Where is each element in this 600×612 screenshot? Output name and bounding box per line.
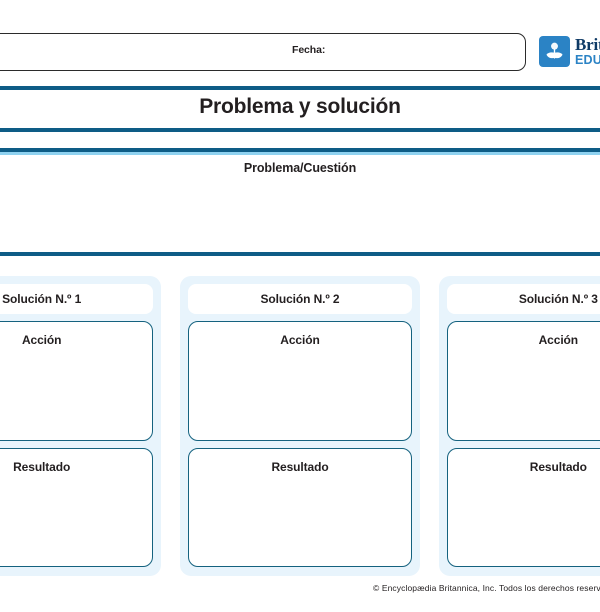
title-bottom-rule <box>0 128 600 132</box>
logo-brand-subname: EDUCATION <box>575 52 600 67</box>
solution-3-title: Solución N.º 3 <box>518 292 598 306</box>
britannica-thistle-icon <box>539 35 570 67</box>
problem-top-rule <box>0 148 600 152</box>
problem-accent-rule <box>0 152 600 155</box>
solution-2-result-label: Resultado <box>271 459 329 474</box>
solution-2-title: Solución N.º 2 <box>260 292 340 306</box>
page-title: Problema y solución <box>199 95 401 118</box>
solution-column-1: Solución N.º 1 Acción Resultado <box>0 276 162 576</box>
solution-1-result-box[interactable]: Resultado <box>0 447 154 567</box>
problem-section-heading: Problema/Cuestión <box>243 161 357 175</box>
logo-wordmark: Britannica EDUCATION <box>575 36 600 67</box>
logo-brand-name: Britannica <box>575 34 600 54</box>
name-date-field[interactable] <box>0 33 526 71</box>
problem-bottom-rule <box>0 252 600 256</box>
date-label: Fecha: <box>292 44 326 56</box>
solution-1-header: Solución N.º 1 <box>0 284 154 314</box>
solution-column-3: Solución N.º 3 Acción Resultado <box>438 276 600 576</box>
problem-response-area[interactable] <box>0 182 600 250</box>
solution-2-action-box[interactable]: Acción <box>188 321 412 441</box>
solution-1-result-label: Resultado <box>13 459 71 474</box>
solution-3-header: Solución N.º 3 <box>446 284 600 314</box>
solution-1-action-label: Acción <box>21 333 62 347</box>
solution-3-result-label: Resultado <box>529 459 587 474</box>
solution-3-action-label: Acción <box>538 333 579 347</box>
solution-2-result-box[interactable]: Resultado <box>188 447 412 567</box>
identity-row: Nombre: Fecha: <box>0 33 526 71</box>
solution-2-header: Solución N.º 2 <box>188 284 412 314</box>
title-top-rule <box>0 86 600 90</box>
solution-column-2: Solución N.º 2 Acción Resultado <box>180 276 420 576</box>
solution-1-action-box[interactable]: Acción <box>0 321 154 441</box>
solutions-row: Solución N.º 1 Acción Resultado Solución… <box>0 276 600 576</box>
solution-3-action-box[interactable]: Acción <box>446 321 600 441</box>
solution-2-action-label: Acción <box>280 333 320 347</box>
copyright-text: © Encyclopædia Britannica, Inc. Todos lo… <box>373 583 600 593</box>
solution-3-result-box[interactable]: Resultado <box>446 447 600 567</box>
solution-1-title: Solución N.º 1 <box>2 292 82 306</box>
britannica-education-logo: Britannica EDUCATION <box>539 31 600 71</box>
